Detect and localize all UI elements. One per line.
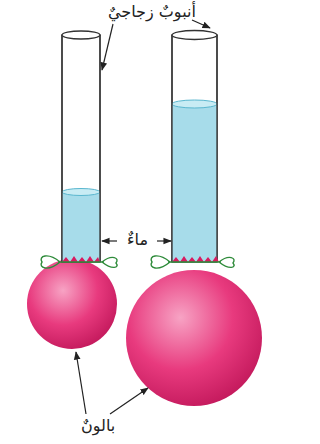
left-tube (62, 31, 100, 262)
small-balloon (27, 259, 117, 349)
leader-lines (76, 20, 210, 414)
string-tie (41, 256, 234, 268)
water-label: ماءٌ (127, 230, 148, 249)
large-balloon (126, 270, 262, 406)
right-tube (172, 31, 219, 263)
tube-label: أنبوبٌ زجاجيٌ (108, 2, 196, 21)
balloon-label: بالونٌ (81, 416, 115, 435)
